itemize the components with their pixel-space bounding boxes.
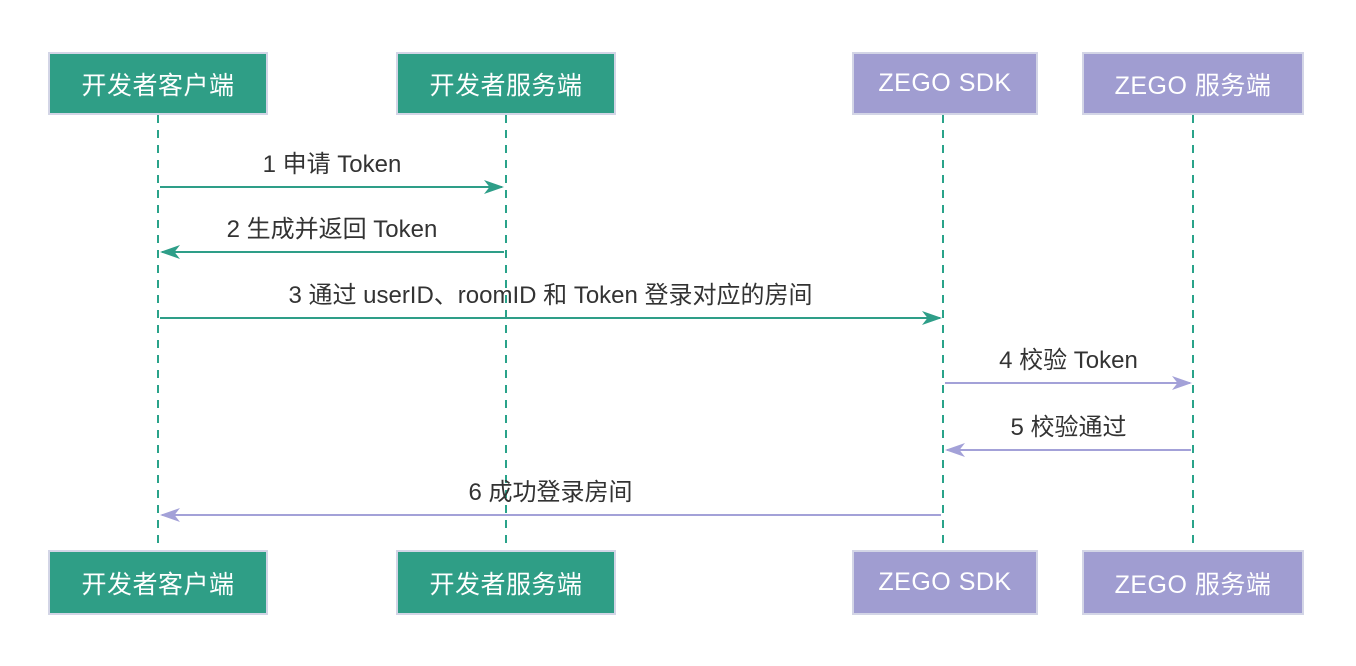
actor-top-zego-sdk: ZEGO SDK xyxy=(852,52,1038,115)
actor-bottom-dev-server: 开发者服务端 xyxy=(396,550,616,615)
message-label-4: 4 校验 Token xyxy=(999,347,1138,374)
actor-top-dev-client: 开发者客户端 xyxy=(48,52,268,115)
actor-bottom-zego-server: ZEGO 服务端 xyxy=(1082,550,1304,615)
message-label-1: 1 申请 Token xyxy=(262,151,402,178)
actor-top-dev-server: 开发者服务端 xyxy=(396,52,616,115)
actor-top-zego-server: ZEGO 服务端 xyxy=(1082,52,1304,115)
message-label-5: 5 校验通过 xyxy=(1010,414,1127,441)
actor-bottom-dev-client: 开发者客户端 xyxy=(48,550,268,615)
actor-bottom-zego-sdk: ZEGO SDK xyxy=(852,550,1038,615)
message-label-3: 3 通过 userID、roomID 和 Token 登录对应的房间 xyxy=(288,282,813,309)
message-label-6: 6 成功登录房间 xyxy=(468,479,633,506)
message-label-2: 2 生成并返回 Token xyxy=(226,216,438,243)
